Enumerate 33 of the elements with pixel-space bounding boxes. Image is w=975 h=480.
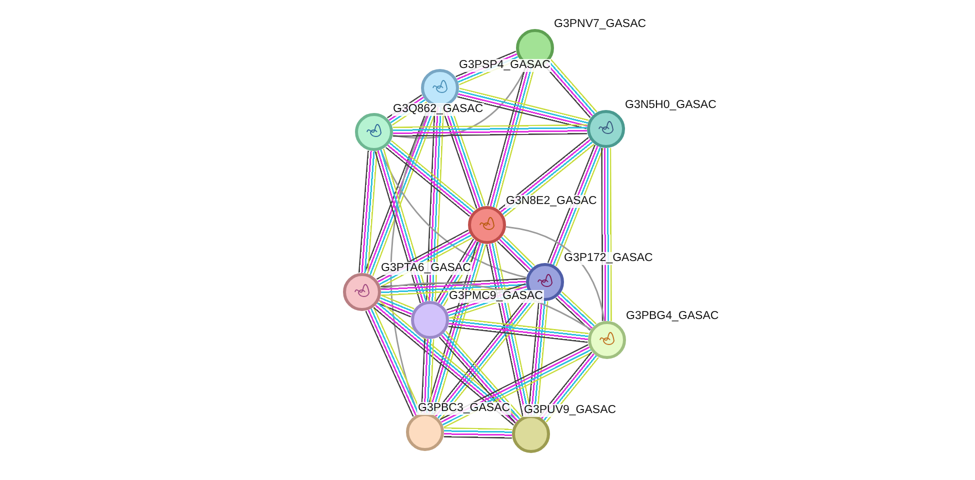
protein-label: G3N5H0_GASAC [624,99,718,112]
interaction-edge [358,150,378,274]
protein-label: G3PTA6_GASAC [380,262,472,275]
interaction-edge [506,226,606,322]
interaction-edge [392,124,588,137]
interaction-edge [601,148,612,322]
interaction-edge [456,50,520,86]
interaction-edge [539,352,599,422]
interaction-edge [438,330,522,424]
interaction-edge [446,283,529,319]
interaction-edge [497,234,535,272]
interaction-edge [387,94,427,126]
interaction-edge [547,144,604,266]
protein-label: G3PNV7_GASAC [553,18,648,31]
interaction-edge [374,148,430,304]
interaction-edge [444,427,512,439]
interaction-edge [555,291,597,331]
protein-label: G3PMC9_GASAC [448,290,544,303]
protein-label: G3PBG4_GASAC [625,310,720,323]
protein-label: G3Q862_GASAC [392,103,484,116]
protein-label: G3P172_GASAC [563,252,654,265]
interaction-edge [380,278,526,296]
protein-label: G3N8E2_GASAC [505,195,598,208]
protein-label: G3PUV9_GASAC [523,404,618,417]
interaction-edge [486,242,532,416]
interaction-edge [448,317,589,343]
interaction-edge [386,140,476,217]
interaction-edge [378,294,414,318]
protein-label: G3PSP4_GASAC [458,59,552,72]
interaction-edge [440,344,592,428]
interaction-edge [498,137,594,217]
interaction-edge [376,230,473,288]
protein-label: G3PBC3_GASAC [417,402,512,415]
